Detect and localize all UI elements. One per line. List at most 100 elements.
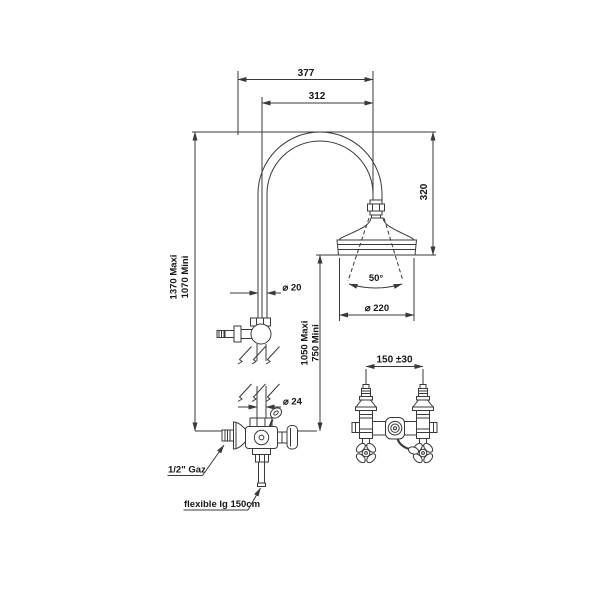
angle-arc	[348, 283, 403, 289]
pipe-break-marks	[237, 346, 280, 418]
dimension-column-height: 1370 Maxi 1070 Mini	[169, 131, 198, 432]
diverter-lever	[396, 438, 410, 451]
lever-flange	[233, 325, 242, 343]
outlet-reducer	[252, 448, 271, 455]
column-pipe	[257, 194, 268, 318]
pipe-below-valve	[256, 344, 267, 361]
hose-label: flexible lg 150cm	[183, 487, 261, 511]
boss-ring-outer	[387, 420, 403, 436]
arc-outer	[257, 131, 383, 195]
spray-angle: 50°	[347, 217, 404, 289]
connector-bars	[372, 421, 417, 436]
head-rim-bands	[337, 244, 416, 250]
head-connector-nut	[367, 203, 385, 212]
central-mixer-body	[372, 417, 420, 455]
handle-stem	[362, 438, 370, 446]
cross-handle	[355, 442, 377, 464]
dimension-mixer-height: 1050 Maxi 750 Mini	[300, 254, 339, 432]
dim-50deg-label: 50°	[369, 273, 384, 284]
top-union-nut	[249, 417, 273, 428]
arc-inner	[266, 140, 374, 195]
wall-bell-escutcheon	[233, 421, 247, 450]
bell-base	[412, 406, 434, 411]
dim-1050-label: 1050 Maxi	[300, 321, 311, 366]
hose-nut	[255, 454, 269, 463]
bell-base	[355, 406, 377, 411]
threaded-stud	[361, 388, 371, 397]
head-bell	[337, 217, 416, 241]
stud-threads	[361, 390, 371, 394]
stud-threads	[418, 390, 428, 394]
lever-stem	[268, 419, 274, 428]
dim-750-label: 750 Mini	[311, 324, 322, 362]
lever-neck	[239, 329, 253, 339]
dim-20-label: ⌀ 20	[283, 283, 302, 294]
body-bands	[416, 414, 430, 433]
dimension-inlet-spacing: 150 ±30	[365, 355, 424, 387]
spray-line-right	[383, 217, 404, 282]
main-elevation-view: 377 312 320	[167, 68, 436, 511]
dimension-lower-pipe-diameter: ⌀ 24	[238, 397, 303, 410]
dim-150-label: 150 ±30	[376, 355, 413, 366]
bell-escutcheon	[411, 399, 435, 408]
break-upper	[237, 346, 280, 365]
threaded-stud	[418, 388, 428, 397]
stud-collar	[359, 396, 373, 401]
dim-312-label: 312	[309, 91, 326, 102]
dimension-total-width: 377	[237, 68, 374, 205]
stud-collar	[416, 396, 430, 401]
nipple-threads	[224, 430, 231, 441]
right-inlet-assembly	[411, 384, 438, 464]
union-nut-facets	[256, 418, 266, 427]
nut-facets	[372, 204, 380, 211]
hose-label-text: flexible lg 150cm	[184, 499, 260, 510]
dimension-arm-reach: 312	[261, 91, 374, 318]
head-connector-collar	[369, 199, 383, 205]
boss-dot	[393, 426, 397, 431]
flexible-hose	[258, 462, 265, 484]
dim-1070-label: 1070 Mini	[180, 256, 191, 299]
dim-24-label: ⌀ 24	[283, 397, 303, 408]
dim-377-label: 377	[298, 68, 315, 79]
dimension-pipe-diameter: ⌀ 20	[230, 283, 302, 296]
body-boss-center	[258, 434, 265, 441]
body-bands	[359, 414, 373, 433]
valve-ball-body	[250, 323, 272, 345]
spray-line-left	[347, 217, 370, 282]
lever-rod	[224, 330, 235, 338]
shower-head	[336, 199, 418, 256]
mixer-front-view: 150 ±30	[351, 355, 438, 464]
lever-loop-inner	[273, 410, 279, 416]
diverter-valve	[216, 317, 272, 361]
lever-loop-handle	[269, 407, 283, 419]
head-rim	[336, 239, 418, 256]
extension-lines	[365, 369, 424, 387]
cross-handle	[412, 442, 434, 464]
hose-end-cap	[257, 482, 266, 487]
body-boss	[253, 429, 270, 446]
left-inlet-assembly	[351, 384, 378, 464]
extension-lines	[339, 258, 415, 321]
lever-tip	[407, 446, 420, 455]
bell-escutcheon	[354, 399, 378, 408]
break-lower	[237, 383, 280, 402]
handle-stem	[419, 438, 427, 446]
knurl-lines	[218, 330, 225, 338]
hose-leader-arrow	[247, 487, 261, 511]
dimension-head-diameter: ⌀ 220	[339, 258, 415, 321]
inlet-label-text: 1/2" Gaz	[168, 465, 206, 476]
inlet-label: 1/2" Gaz	[167, 444, 225, 476]
side-knob	[286, 425, 298, 450]
mixer-valve-side-view	[195, 407, 317, 487]
dim-320-label: 320	[419, 183, 430, 200]
dim-1370-label: 1370 Maxi	[169, 255, 180, 300]
head-connector-ring	[369, 210, 383, 216]
dim-220-label: ⌀ 220	[365, 303, 389, 314]
inlet-leader-arrow	[202, 444, 225, 476]
stud-top	[362, 384, 370, 389]
pipe-lower-stub	[256, 386, 267, 418]
hose-nut-facets	[259, 454, 265, 462]
stud-top	[419, 384, 427, 389]
